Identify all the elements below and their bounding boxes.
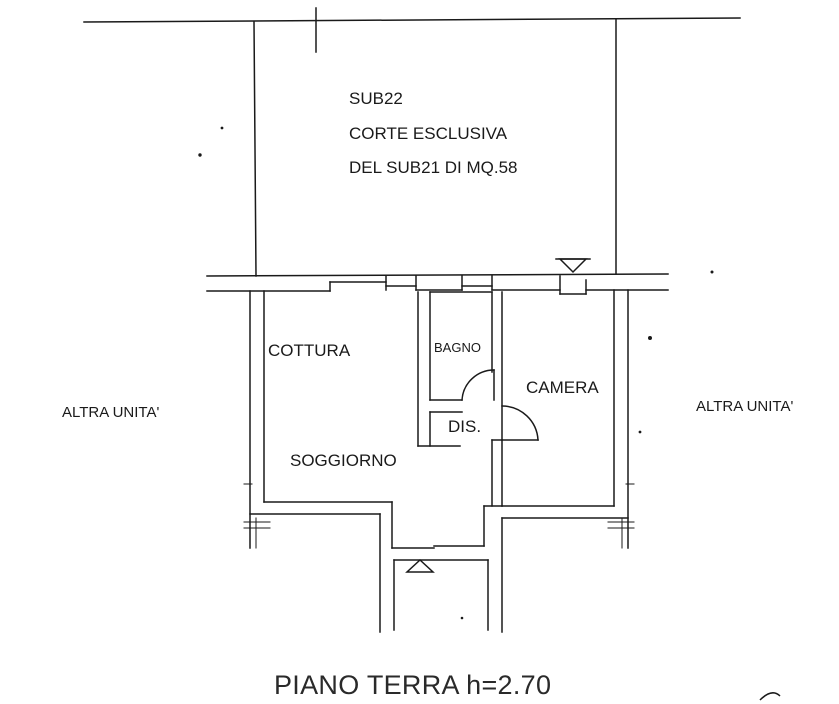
scan-marks xyxy=(198,126,781,701)
other-unit-right-label: ALTRA UNITA' xyxy=(696,398,794,415)
court-area-label: DEL SUB21 DI MQ.58 xyxy=(349,158,518,177)
floor-title: PIANO TERRA h=2.70 xyxy=(274,670,552,700)
room-label-bathroom: BAGNO xyxy=(434,340,481,355)
room-label-bedroom: CAMERA xyxy=(526,378,599,397)
door-swing-arc-icon xyxy=(461,369,539,441)
entrance-triangle-icon-bottom xyxy=(405,558,435,573)
other-unit-left-label: ALTRA UNITA' xyxy=(62,404,160,421)
entrance-triangle-icon xyxy=(555,258,591,274)
entrance-corridor xyxy=(379,501,503,633)
court-label: CORTE ESCLUSIVA xyxy=(349,124,508,143)
room-label-kitchen: COTTURA xyxy=(268,341,351,360)
exterior-walls xyxy=(206,273,669,549)
room-label-living: SOGGIORNO xyxy=(290,451,397,470)
wall-hatch-marks xyxy=(243,483,635,549)
court-boundary xyxy=(83,7,741,277)
room-label-hallway: DIS. xyxy=(448,417,482,436)
interior-walls xyxy=(417,291,503,507)
sub-label: SUB22 xyxy=(349,89,403,108)
